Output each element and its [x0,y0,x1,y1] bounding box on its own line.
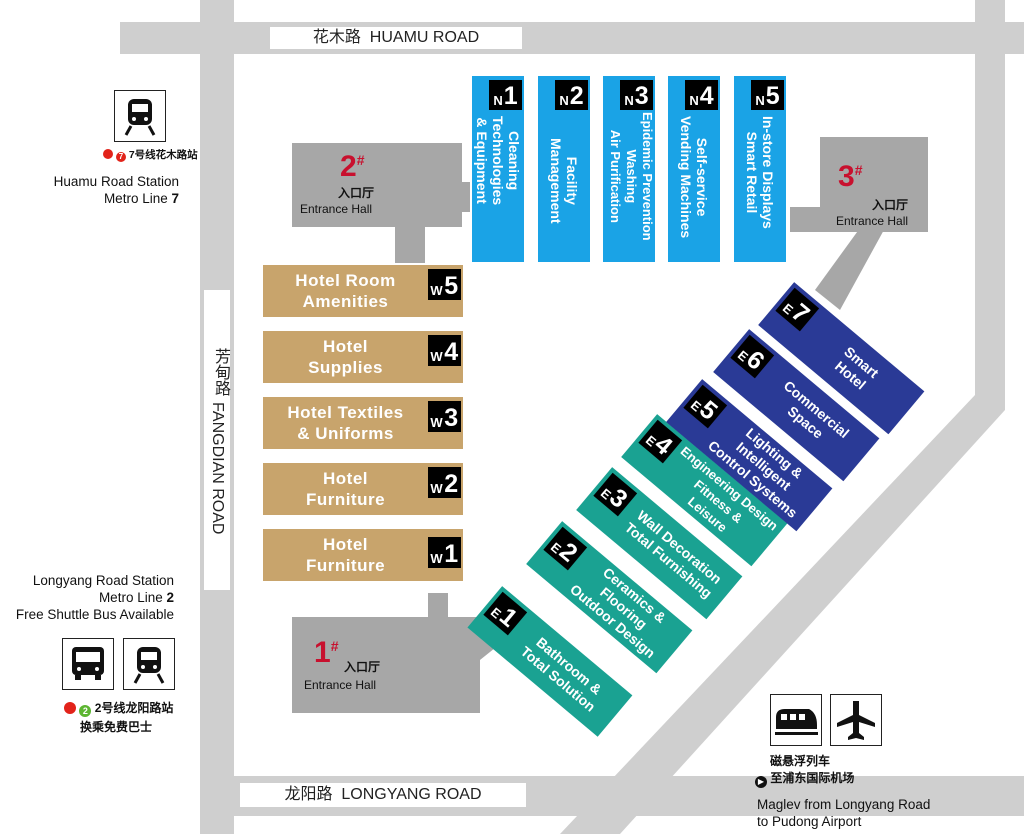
entrance-1-label: 1# 入口厅 Entrance Hall [304,636,381,692]
longyang-station-label: Longyang Road Station Metro Line 2 Free … [15,573,174,622]
upper-right-road [975,0,1005,410]
entrance-hall-3 [820,137,928,232]
line-7-icon: 7 [115,152,126,162]
metro-logo-icon [64,702,76,714]
bus-icon [62,638,114,690]
fangdian-road-label: 芳甸路 FANGDIAN ROAD [204,290,230,590]
maglev-train-icon [770,694,822,746]
entrance-2-label: 2# 入口厅 Entrance Hall [300,150,375,216]
huamu-station-label: Huamu Road Station Metro Line 7 [53,174,179,206]
maglev-en-label: Maglev from Longyang Road to Pudong Airp… [757,797,931,829]
play-arrow-icon: ▶ [755,776,767,788]
entrance-3-label: 3# 入口厅 Entrance Hall [836,160,909,228]
longyang-metro-line-badge: 2 2号线龙阳路站 [64,699,173,717]
metro-train-icon-huamu [114,90,166,142]
huamu-metro-line-badge: 7 7号线花木路站 [103,147,198,162]
maglev-cn-label: 磁悬浮列车 [770,754,831,768]
entrance-hall-1 [292,617,480,713]
huamu-road-label: 花木路 HUAMU ROAD [270,27,522,49]
line-2-icon: 2 [79,705,92,717]
longyang-road-label: 龙阳路 LONGYANG ROAD [240,783,526,807]
maglev-cn-dest: ▶ 至浦东国际机场 [755,769,854,788]
airplane-icon [830,694,882,746]
entrance-hall-2 [292,143,462,227]
longyang-shuttle-cn: 换乘免费巴士 [80,720,153,734]
metro-logo-icon [103,149,113,159]
metro-train-icon-longyang [123,638,175,690]
